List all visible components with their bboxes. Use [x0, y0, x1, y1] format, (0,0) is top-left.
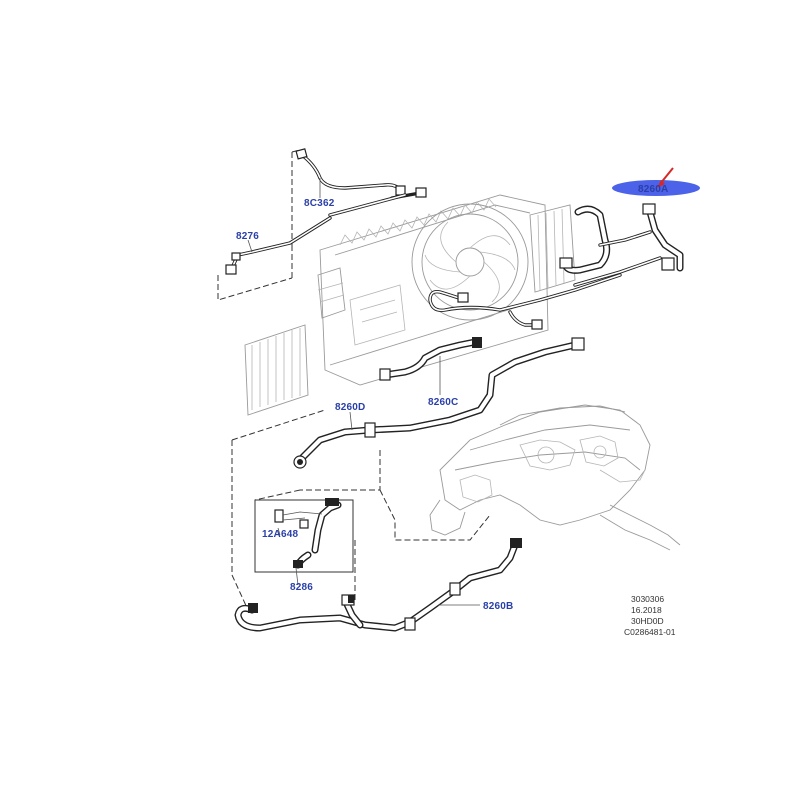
radiator-assembly [244, 194, 576, 416]
engine-block-outline [429, 404, 681, 551]
hose-8260d [293, 337, 585, 469]
label-8260a: 8260A [638, 184, 668, 195]
sensor-harness-8c362 [295, 148, 427, 217]
upper-hose-8260a [559, 203, 684, 287]
reference-line-1: 3030306 [631, 594, 664, 604]
marker-arrow-tip [657, 180, 665, 188]
reference-line-3: 30HD0D [631, 616, 664, 626]
label-8260b: 8260B [483, 601, 513, 612]
reference-line-2: 16.2018 [631, 605, 662, 615]
reference-block: 3030306 16.2018 30HD0D C0286481-01 [624, 594, 676, 637]
detail-box-8286 [254, 498, 354, 586]
label-8c362: 8C362 [304, 198, 335, 209]
label-8260d: 8260D [335, 402, 365, 413]
pipe-8276 [225, 216, 332, 275]
highlight-ellipse [612, 180, 700, 196]
label-8286: 8286 [290, 582, 313, 593]
lower-hose-8260b [234, 538, 522, 632]
label-8260c: 8260C [428, 397, 458, 408]
hose-8260c [379, 337, 482, 395]
radiator-cross-hose [428, 273, 622, 330]
label-12a648: 12A648 [262, 529, 298, 540]
reference-line-4: C0286481-01 [624, 627, 676, 637]
dashed-callout-lines [217, 149, 491, 611]
label-8276: 8276 [236, 231, 259, 242]
